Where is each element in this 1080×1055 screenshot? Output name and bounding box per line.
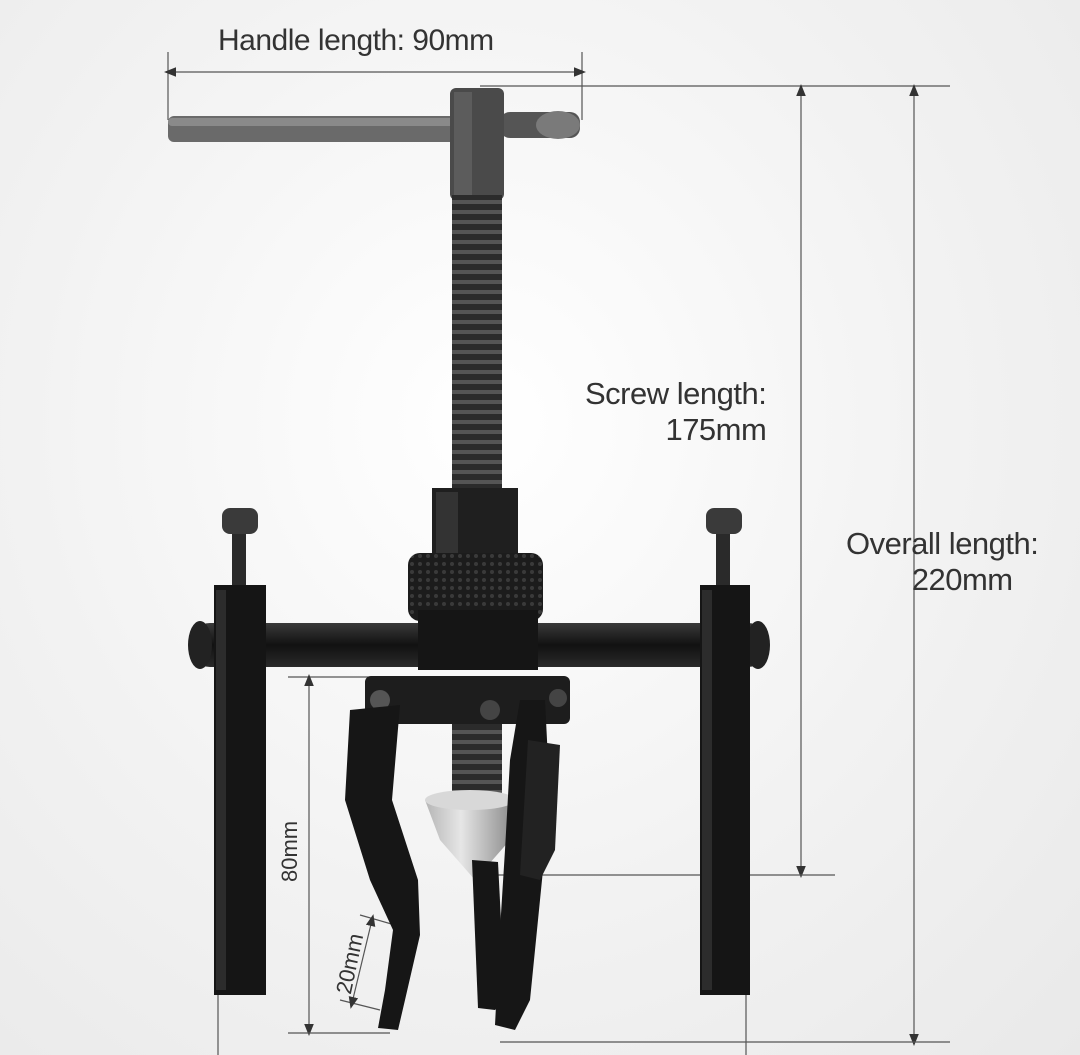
screw-length-value: 175mm [665, 411, 767, 447]
handle-length-label: Handle length: 90mm [218, 24, 494, 57]
crossbar [188, 610, 770, 670]
overall-length-label: Overall length: 220mm [846, 526, 1039, 597]
jaws [345, 700, 560, 1030]
t-handle [168, 88, 580, 200]
right-leg [700, 508, 750, 995]
nut-assembly [408, 488, 543, 621]
dimension-lines [164, 52, 950, 1055]
screw-length-label: Screw length: 175mm [585, 376, 767, 447]
screw-length-title: Screw length: [585, 376, 767, 411]
overall-length-title: Overall length: [846, 526, 1039, 561]
centre-cone [425, 790, 515, 880]
left-leg [214, 508, 266, 995]
overall-length-value: 220mm [911, 561, 1013, 597]
jaw-length-label: 80mm [277, 820, 302, 882]
